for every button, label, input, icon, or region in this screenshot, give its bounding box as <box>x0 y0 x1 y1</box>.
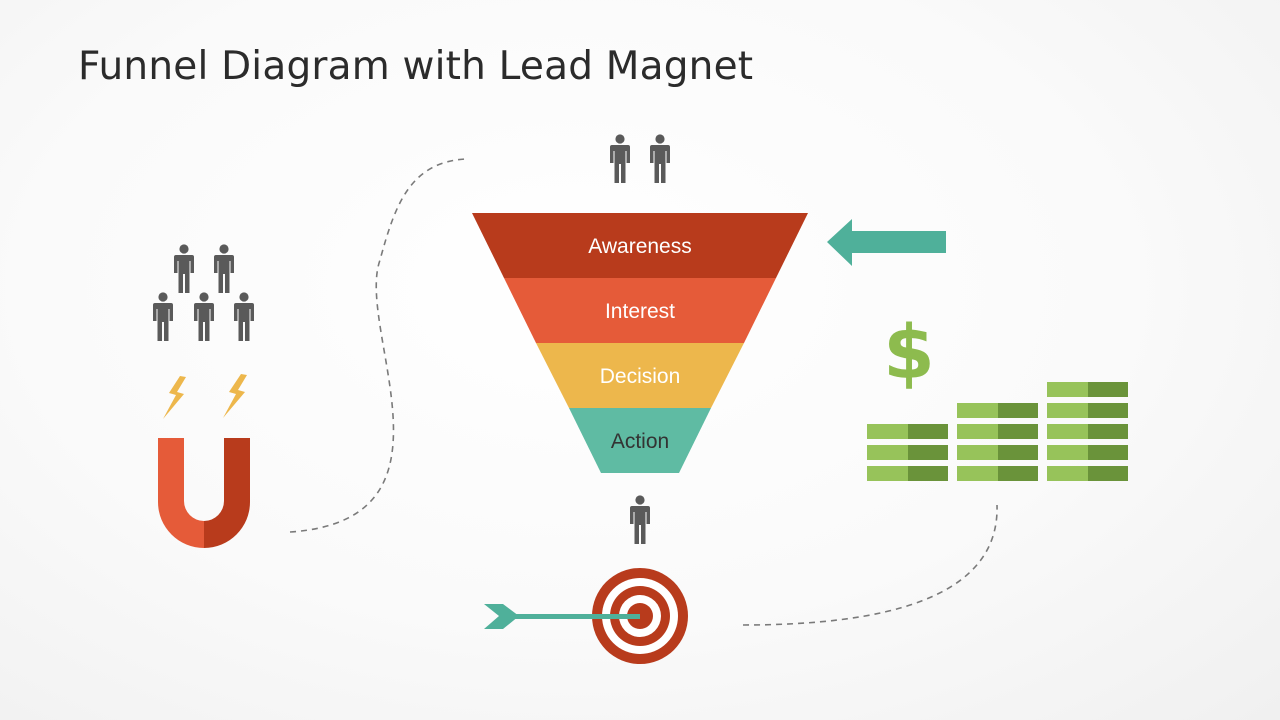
money-bill <box>998 403 1038 418</box>
funnel-label-interest: Interest <box>605 300 675 323</box>
money-bill <box>1047 382 1088 397</box>
spark-icons <box>163 374 247 419</box>
money-bill <box>998 445 1038 460</box>
money-bill <box>867 424 908 439</box>
funnel-stage-interest <box>504 278 776 343</box>
spark-icon <box>223 374 247 418</box>
funnel-label-action: Action <box>611 430 669 453</box>
dart-arrow-icon <box>484 604 640 629</box>
money-bill <box>1088 403 1128 418</box>
funnel-stage-decision <box>536 343 744 408</box>
money-bill <box>1047 403 1088 418</box>
left-arrow-icon <box>827 219 946 266</box>
dashed-connector-right <box>742 504 998 626</box>
money-bill <box>1088 382 1128 397</box>
funnel-label-awareness: Awareness <box>588 235 692 258</box>
money-bill <box>998 466 1038 481</box>
dollar-sign-icon: $ <box>883 310 935 396</box>
money-bill <box>1088 424 1128 439</box>
money-bill <box>867 466 908 481</box>
money-bill <box>1088 466 1128 481</box>
money-bill <box>867 445 908 460</box>
money-bill <box>908 445 948 460</box>
funnel: Awareness Interest Decision Action <box>472 213 808 473</box>
dashed-connector-left <box>289 158 467 533</box>
money-bill <box>957 424 998 439</box>
money-stacks-icon <box>867 382 1128 481</box>
people-group-icon <box>153 244 254 341</box>
magnet-icon <box>158 438 250 548</box>
person-bottom-icon <box>630 495 650 544</box>
funnel-stage-action <box>569 408 711 473</box>
money-bill <box>957 403 998 418</box>
slide-title: Funnel Diagram with Lead Magnet <box>78 44 754 89</box>
money-bill <box>1047 466 1088 481</box>
funnel-stage-awareness <box>472 213 808 278</box>
money-bill <box>1047 445 1088 460</box>
funnel-label-decision: Decision <box>600 365 681 388</box>
money-bill <box>957 445 998 460</box>
spark-icon <box>163 376 186 419</box>
money-bill <box>908 424 948 439</box>
money-bill <box>957 466 998 481</box>
people-top-icon <box>610 134 670 183</box>
money-bill <box>908 466 948 481</box>
money-bill <box>1047 424 1088 439</box>
money-bill <box>998 424 1038 439</box>
money-bill <box>1088 445 1128 460</box>
